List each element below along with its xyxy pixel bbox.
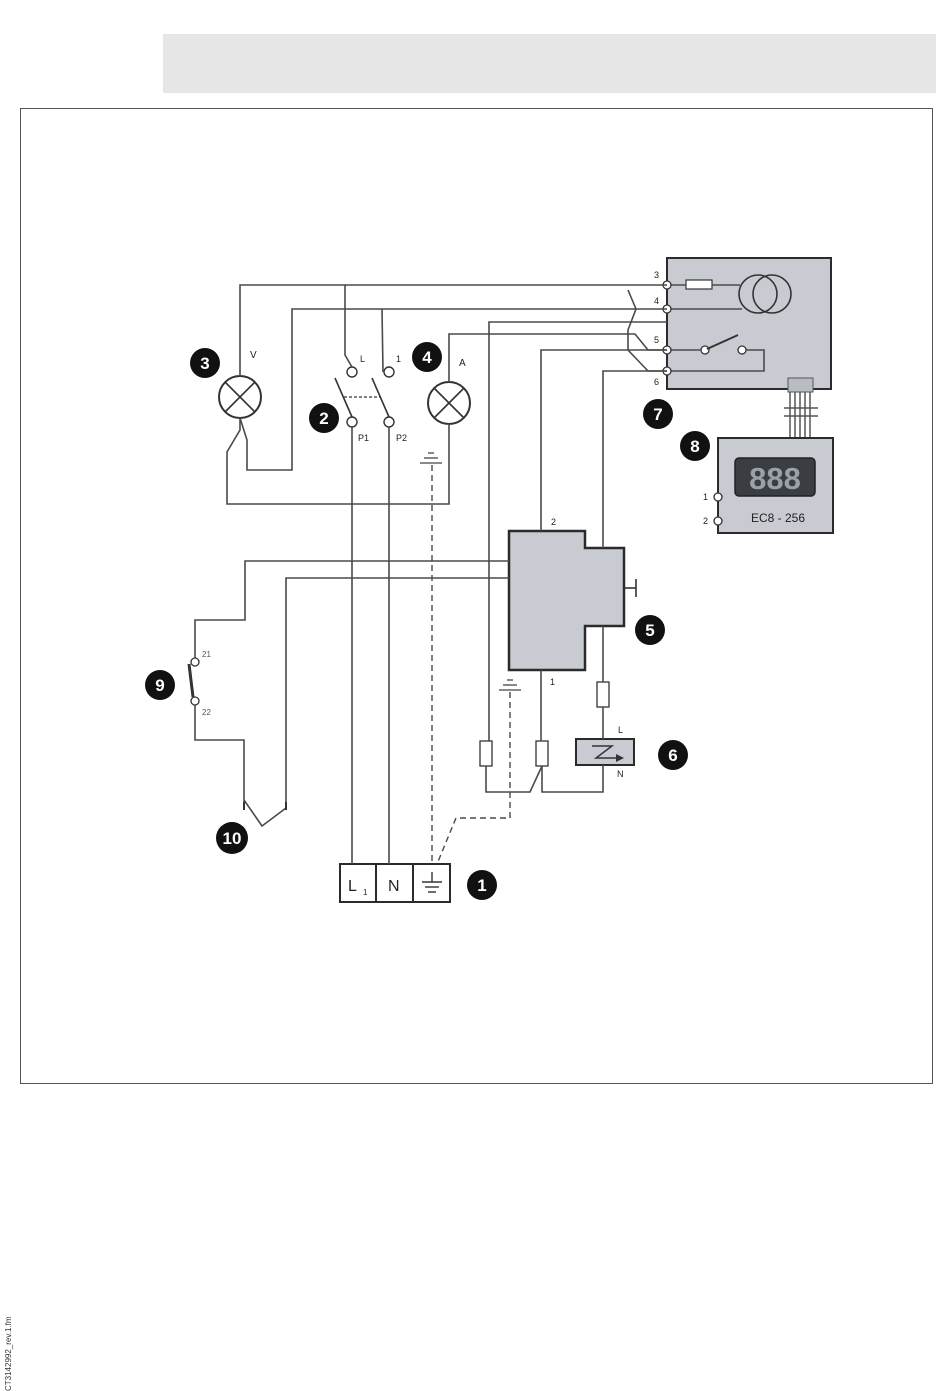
- svg-text:1: 1: [477, 876, 486, 895]
- badge-7: 7: [643, 399, 673, 429]
- control-terminal-3: 3: [654, 270, 659, 280]
- voltmeter-label: V: [250, 350, 257, 361]
- fuse-icon: [686, 280, 712, 289]
- control-terminal-6: 6: [654, 377, 659, 387]
- badge-4: 4: [412, 342, 442, 372]
- badge-2: 2: [309, 403, 339, 433]
- resistor-mid: [536, 741, 548, 766]
- heater-terminal-n: N: [617, 769, 624, 779]
- svg-text:2: 2: [319, 409, 328, 428]
- display-model-label: EC8 - 256: [751, 511, 805, 525]
- ground-icon-lower: [499, 680, 521, 690]
- display-terminal-2: 2: [703, 516, 708, 526]
- control-terminal-4: 4: [654, 296, 659, 306]
- badge-8: 8: [680, 431, 710, 461]
- badge-10: 10: [216, 822, 248, 854]
- mains-label-n: N: [388, 878, 400, 895]
- mains-terminal-block: L 1 N: [340, 864, 450, 902]
- control-unit: 3 4 5 6: [654, 258, 831, 440]
- ribbon-cable: [784, 378, 818, 440]
- svg-text:8: 8: [690, 437, 699, 456]
- switch-terminal-l: L: [360, 354, 365, 364]
- file-reference: CT3142992_rev.1.fm: [4, 1271, 16, 1391]
- contactor-terminal-2: 2: [551, 517, 556, 527]
- display-readout: 888: [749, 461, 801, 496]
- mains-label-l: L: [348, 878, 357, 895]
- mains-label-l-sub: 1: [363, 888, 368, 897]
- badge-1: 1: [467, 870, 497, 900]
- sensor: [244, 800, 286, 826]
- svg-text:10: 10: [223, 829, 242, 848]
- switch-terminal-1: 1: [396, 354, 401, 364]
- contactor-terminal-1: 1: [550, 677, 555, 687]
- ammeter-label: A: [459, 358, 466, 369]
- svg-text:6: 6: [668, 746, 677, 765]
- control-terminal-5: 5: [654, 335, 659, 345]
- heater: L N: [576, 725, 634, 779]
- thermostat-terminal-22: 22: [202, 708, 211, 717]
- badge-9: 9: [145, 670, 175, 700]
- svg-text:4: 4: [422, 348, 432, 367]
- resistor-right: [597, 682, 609, 707]
- svg-text:9: 9: [155, 676, 164, 695]
- main-switch: L 1 P1 P2: [335, 354, 407, 443]
- switch-terminal-p2: P2: [396, 433, 407, 443]
- switch-terminal-p1: P1: [358, 433, 369, 443]
- badge-3: 3: [190, 348, 220, 378]
- heater-terminal-l: L: [618, 725, 623, 735]
- badge-5: 5: [635, 615, 665, 645]
- thermostat: 21 22: [189, 650, 211, 717]
- display-terminal-1: 1: [703, 492, 708, 502]
- thermostat-terminal-21: 21: [202, 650, 211, 659]
- display-unit: 888 EC8 - 256 1 2: [703, 438, 833, 533]
- badge-6: 6: [658, 740, 688, 770]
- ground-icon-upper: [420, 453, 442, 463]
- svg-text:7: 7: [653, 405, 662, 424]
- resistor-left: [480, 741, 492, 766]
- contactor: 2 1: [509, 517, 636, 687]
- svg-text:3: 3: [200, 354, 209, 373]
- svg-text:5: 5: [645, 621, 654, 640]
